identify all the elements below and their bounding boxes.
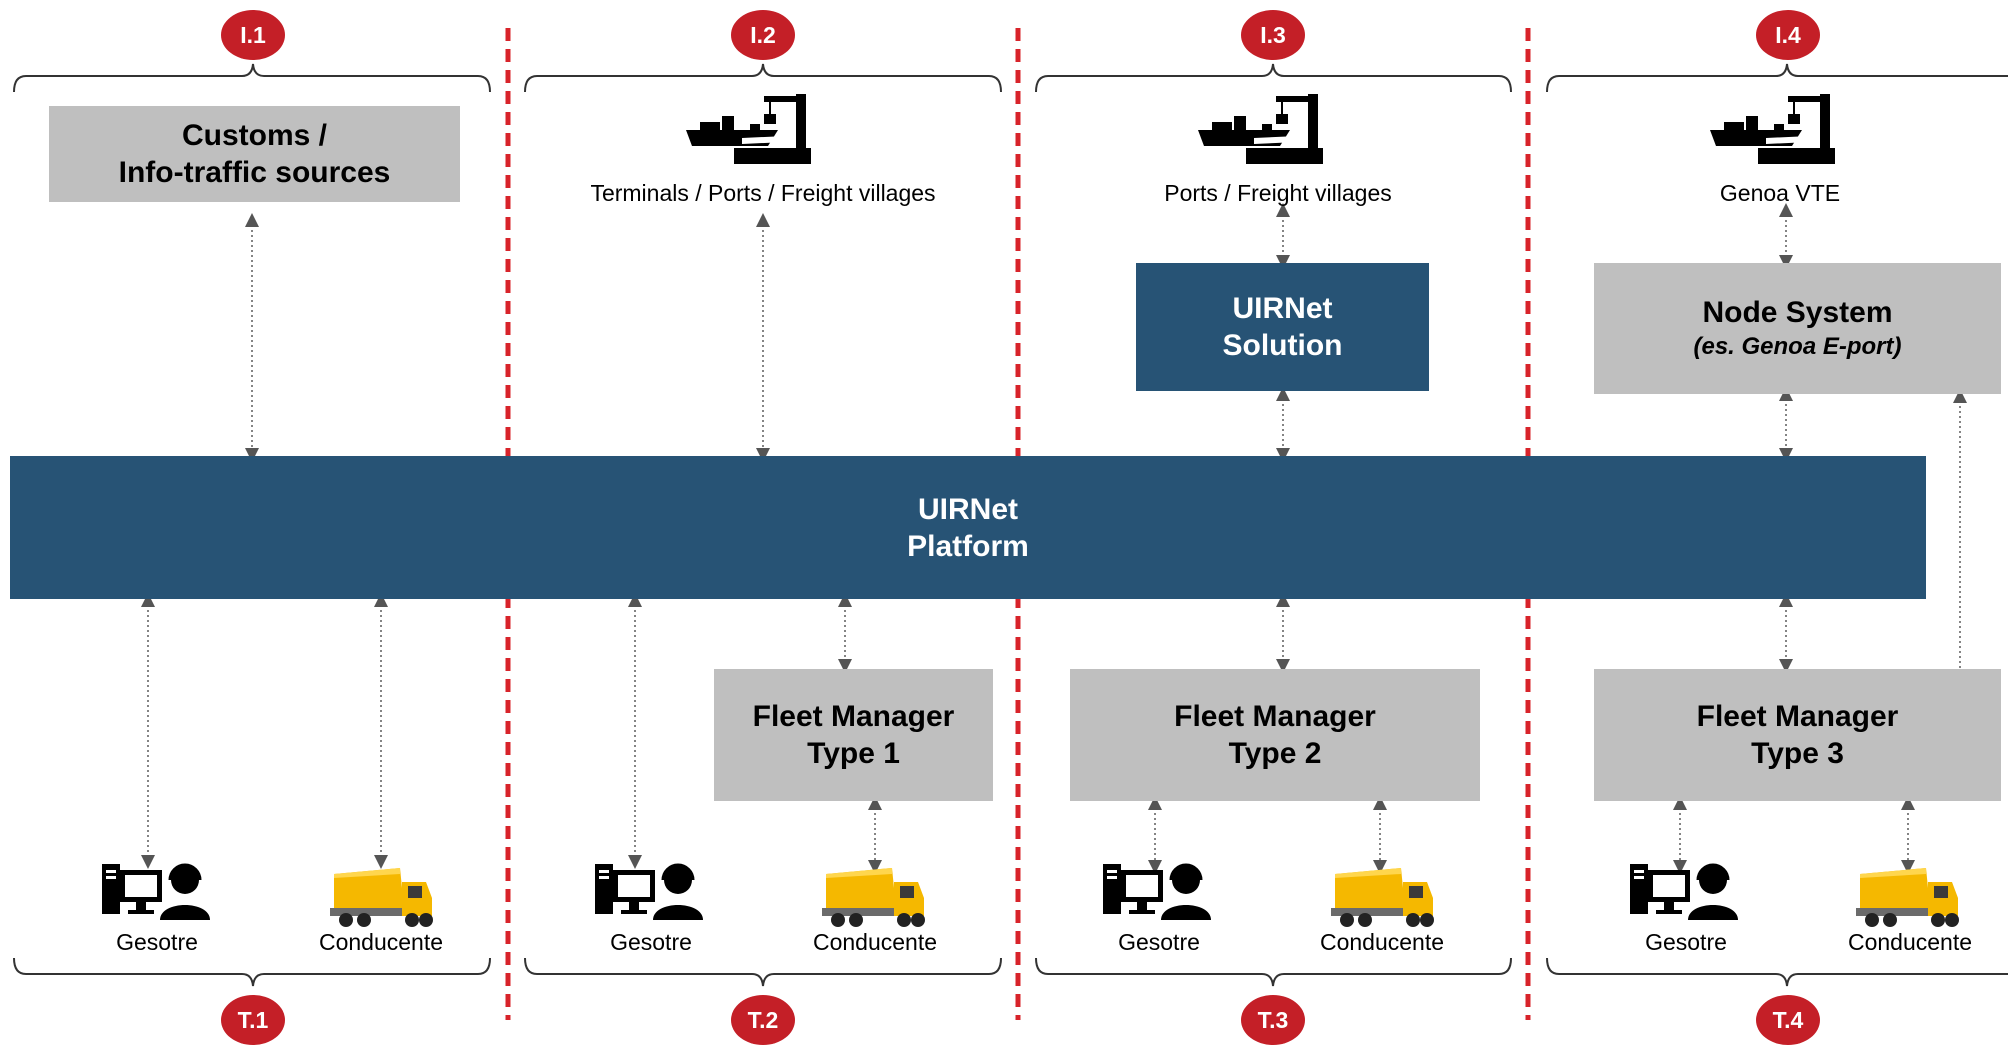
bottom-brace-2 [524, 957, 1002, 987]
operator-computer-icon [100, 862, 212, 922]
top-brace-4 [1546, 63, 2008, 93]
uirnet-solution-line1: UIRNet [1232, 292, 1333, 325]
truck-icon [822, 868, 925, 927]
truck-icon [330, 868, 433, 927]
node-system-title: Node System [1702, 296, 1893, 329]
uirnet-platform-bar: UIRNet Platform [10, 456, 1926, 599]
badge-t2: T.2 [731, 995, 795, 1045]
uirnet-solution-box: UIRNet Solution [1136, 263, 1429, 391]
conducente-label-4: Conducente [1847, 929, 1973, 955]
fleet-manager-3-line1: Fleet Manager [1696, 700, 1899, 733]
terminals-label: Terminals / Ports / Freight villages [590, 180, 936, 206]
fleet-manager-type-2-box: Fleet Manager Type 2 [1070, 669, 1480, 801]
fleet-manager-type-3-box: Fleet Manager Type 3 [1594, 669, 2001, 801]
fleet-manager-1-line2: Type 1 [807, 737, 900, 770]
fleet-manager-1-line1: Fleet Manager [752, 700, 955, 733]
badge-i3: I.3 [1241, 10, 1305, 60]
fleet-manager-2-line1: Fleet Manager [1174, 700, 1376, 733]
bottom-brace-1 [13, 957, 491, 987]
platform-line1: UIRNet [917, 492, 1018, 526]
gesotre-label-4: Gesotre [1645, 929, 1727, 955]
customs-box-line1: Customs / [181, 119, 328, 152]
ship-crane-icon [1197, 93, 1324, 165]
top-brace-2 [524, 63, 1002, 93]
badge-t1: T.1 [221, 995, 285, 1045]
badge-i4: I.4 [1756, 10, 1820, 60]
customs-box-line2: Info-traffic sources [118, 156, 391, 189]
conducente-label-2: Conducente [812, 929, 938, 955]
badge-i2: I.2 [731, 10, 795, 60]
bottom-brace-3 [1035, 957, 1512, 987]
badge-t4: T.4 [1756, 995, 1820, 1045]
top-brace-1 [13, 63, 491, 93]
ship-crane-icon [685, 93, 812, 165]
operator-computer-icon [593, 862, 705, 922]
truck-icon [1331, 868, 1434, 927]
node-system-box: Node System (es. Genoa E-port) [1594, 263, 2001, 394]
operator-computer-icon [1628, 862, 1740, 922]
bottom-brace-4 [1546, 957, 2008, 987]
genoa-vte-label: Genoa VTE [1719, 180, 1841, 206]
ship-crane-icon [1709, 93, 1836, 165]
conducente-label-3: Conducente [1319, 929, 1445, 955]
gesotre-label-2: Gesotre [610, 929, 692, 955]
badge-t3: T.3 [1241, 995, 1305, 1045]
fleet-manager-2-line2: Type 2 [1228, 737, 1322, 770]
badge-i1: I.1 [221, 10, 285, 60]
platform-line2: Platform [907, 529, 1029, 563]
fleet-manager-type-1-box: Fleet Manager Type 1 [714, 669, 993, 801]
top-brace-3 [1035, 63, 1512, 93]
truck-icon [1856, 868, 1959, 927]
ports-label: Ports / Freight villages [1164, 180, 1392, 206]
gesotre-label-1: Gesotre [116, 929, 198, 955]
fleet-manager-3-line2: Type 3 [1751, 737, 1844, 770]
conducente-label-1: Conducente [318, 929, 444, 955]
uirnet-solution-line2: Solution [1222, 329, 1343, 362]
customs-box: Customs / Info-traffic sources [49, 106, 460, 202]
operator-computer-icon [1101, 862, 1213, 922]
node-system-subtitle: (es. Genoa E-port) [1693, 333, 1902, 360]
gesotre-label-3: Gesotre [1118, 929, 1200, 955]
